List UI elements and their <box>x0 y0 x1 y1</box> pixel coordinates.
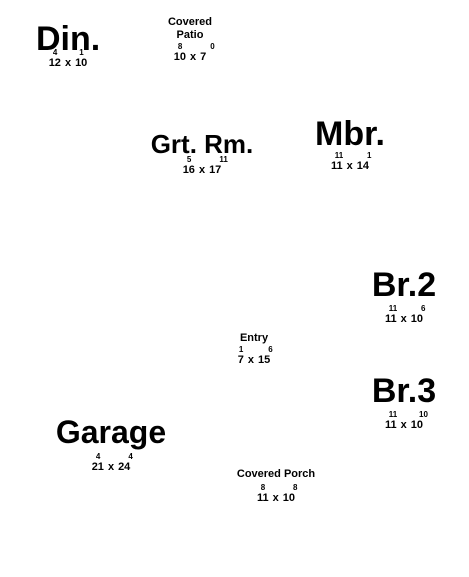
room-name: Covered Porch <box>236 468 316 480</box>
room-name: Br.2 <box>371 266 437 304</box>
room-name: Din. <box>36 20 101 58</box>
room-name: Br.3 <box>371 372 437 410</box>
room-name: Entry <box>239 332 269 344</box>
room-name: Covered Patio <box>167 16 213 42</box>
room-name: Mbr. <box>315 115 385 153</box>
room-name: Grt. Rm. <box>150 129 254 159</box>
room-name: Garage <box>55 414 167 450</box>
